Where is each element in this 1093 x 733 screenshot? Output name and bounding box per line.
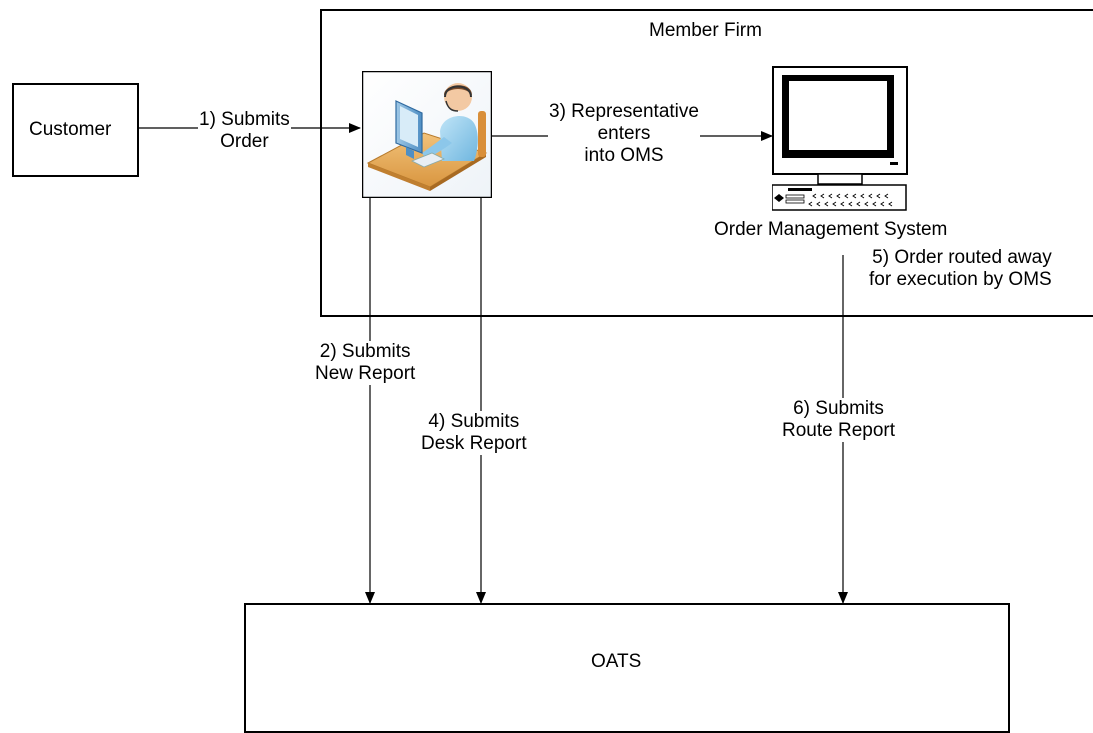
step-2-line-2: New Report	[315, 363, 416, 384]
step-5-line-2: for execution by OMS	[869, 269, 1052, 290]
step-5-label: 5) Order routed away for execution by OM…	[868, 247, 1053, 291]
step-4-label: 4) Submits Desk Report	[420, 411, 528, 455]
step-5-line-1: 5) Order routed away	[872, 247, 1052, 268]
step-1-line-1: 1) Submits	[199, 109, 290, 130]
step-3-line-3: into OMS	[584, 145, 664, 166]
step-1-line-2: Order	[220, 131, 269, 152]
desktop-computer-icon	[771, 66, 908, 212]
step-2-line-1: 2) Submits	[319, 341, 411, 362]
step-3-label: 3) Representative enters into OMS	[548, 101, 700, 167]
step-3-line-2: enters	[597, 123, 651, 144]
step-4-line-1: 4) Submits	[428, 411, 520, 432]
step-1-label: 1) Submits Order	[198, 109, 291, 153]
oats-label: OATS	[591, 651, 642, 672]
customer-box	[12, 83, 139, 177]
step-6-label: 6) Submits Route Report	[781, 398, 897, 442]
customer-label: Customer	[29, 119, 112, 140]
step-2-label: 2) Submits New Report	[314, 341, 417, 385]
step-4-line-2: Desk Report	[421, 433, 527, 454]
member-firm-box	[320, 9, 1093, 317]
step-6-line-2: Route Report	[782, 420, 896, 441]
step-6-line-1: 6) Submits	[793, 398, 884, 419]
step-3-line-1: 3) Representative	[549, 101, 699, 122]
member-firm-title: Member Firm	[649, 20, 762, 41]
oms-label: Order Management System	[714, 219, 948, 240]
representative-at-desk-icon	[361, 70, 493, 199]
